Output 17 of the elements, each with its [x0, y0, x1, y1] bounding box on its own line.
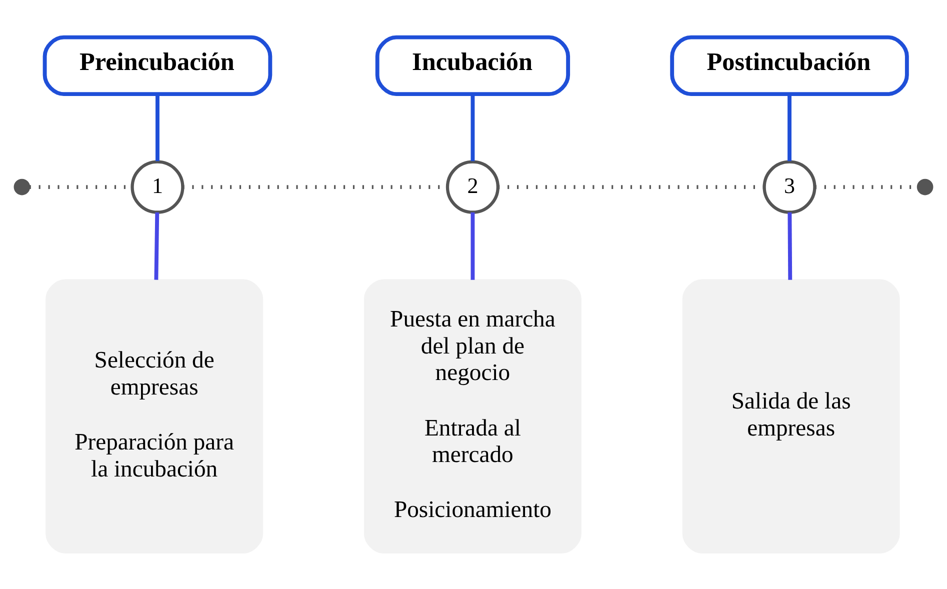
node-box: Salida de las empresas: [682, 278, 900, 553]
node-box: Puesta en marcha del plan de negocio Entrada al mercado Posicionamiento: [364, 278, 582, 553]
node-circle: [14, 178, 30, 195]
connector: [156, 94, 160, 161]
node-box: Selección de empresas Preparación para la incubación: [46, 278, 264, 553]
node-box: Preincubación: [42, 34, 272, 96]
connector: [788, 94, 792, 161]
node-box: Incubación: [375, 34, 570, 96]
node-circle: 3: [762, 160, 816, 214]
node-box: Postincubación: [670, 34, 909, 96]
connector: [154, 212, 160, 280]
node-circle: [916, 178, 934, 195]
node-circle: 1: [130, 160, 184, 214]
connector: [788, 212, 792, 280]
node-circle: 2: [446, 160, 500, 214]
connector: [470, 212, 475, 280]
connector: [470, 94, 475, 161]
